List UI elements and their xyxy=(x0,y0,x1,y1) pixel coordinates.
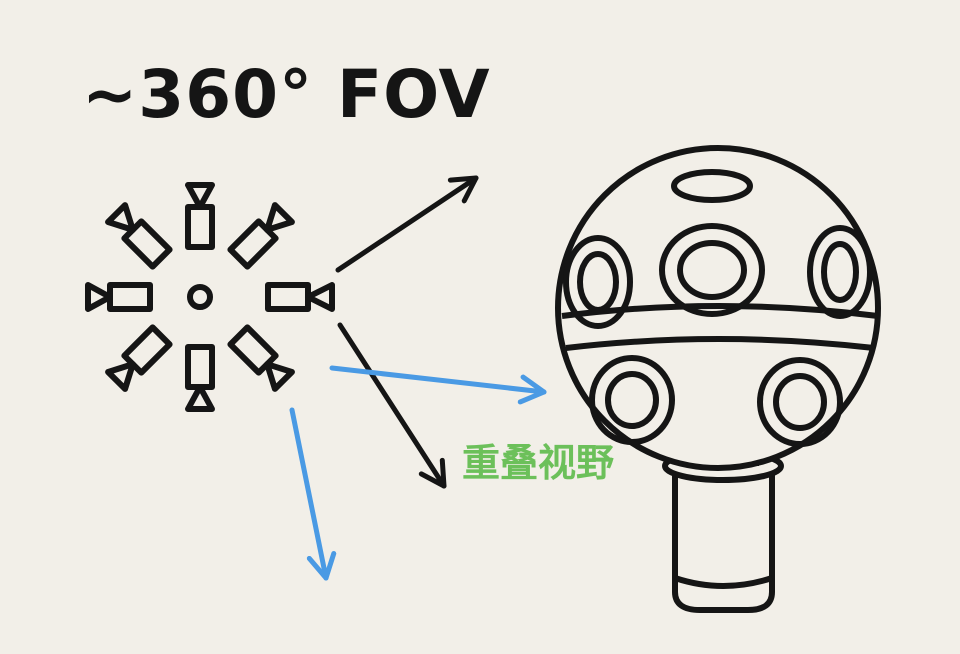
camera-icon xyxy=(105,202,173,270)
camera-icon xyxy=(185,344,215,412)
lens-icon xyxy=(757,357,843,447)
camera-icon xyxy=(265,282,335,312)
lens-icon xyxy=(589,355,675,445)
arrow-down-icon xyxy=(289,407,337,581)
arrow-up-right-icon xyxy=(335,175,479,273)
blue-arrows xyxy=(289,365,547,581)
rig-band-bottom xyxy=(565,336,875,351)
camera-icon xyxy=(185,182,215,250)
lens-icon xyxy=(659,223,765,317)
camera-icon xyxy=(227,202,295,270)
center-point-icon xyxy=(187,284,213,310)
black-arrows xyxy=(335,175,479,489)
rig-top-port xyxy=(671,169,753,203)
rig-stand-band xyxy=(674,575,773,589)
camera-icon xyxy=(85,282,153,312)
lens-icon xyxy=(563,235,633,329)
spherical-camera-rig-icon xyxy=(555,145,881,613)
camera-icon xyxy=(227,324,295,392)
camera-ring xyxy=(85,182,335,412)
rig-stand xyxy=(672,466,775,613)
arrow-down-right-icon xyxy=(337,322,447,489)
overlap-field-label: 重叠视野 xyxy=(462,441,615,485)
arrow-right-icon xyxy=(329,365,547,405)
camera-icon xyxy=(105,324,173,392)
fov-title: ~360° FOV xyxy=(82,56,491,133)
lens-icon xyxy=(807,225,873,319)
